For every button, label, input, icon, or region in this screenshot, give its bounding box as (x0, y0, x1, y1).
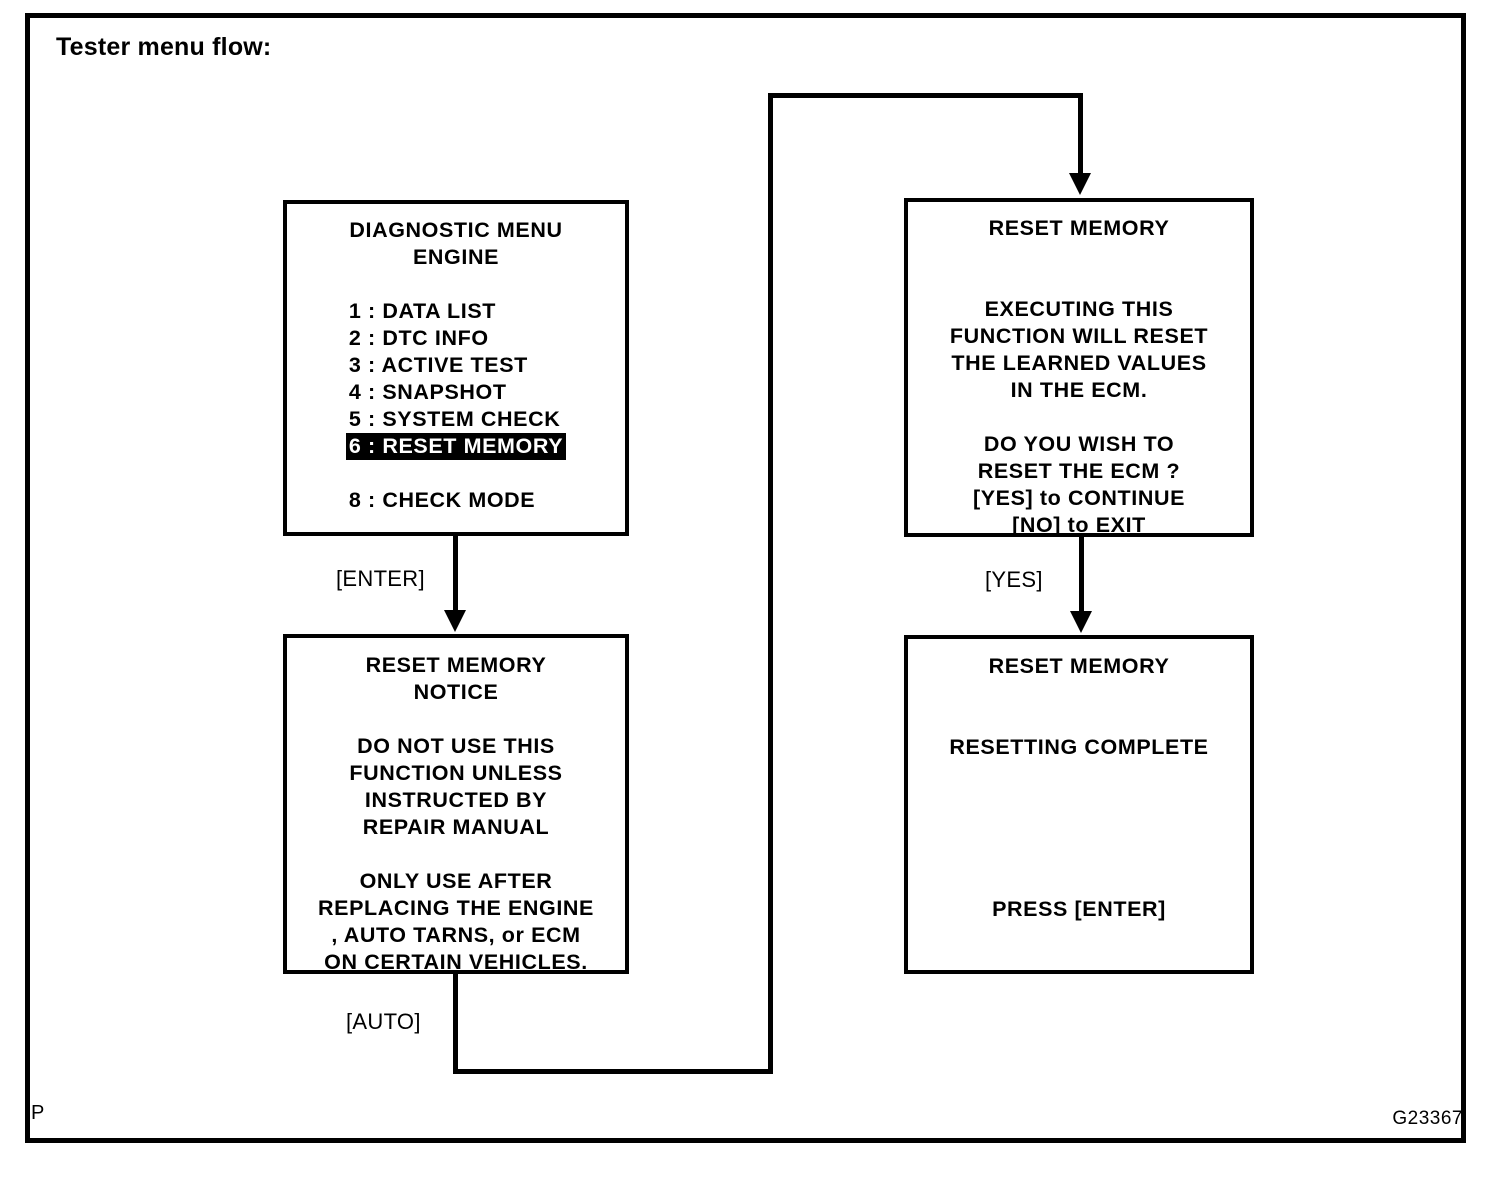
complete-status: RESETTING COMPLETE (949, 735, 1209, 759)
notice-gap-2 (287, 841, 625, 868)
notice-gap-1 (287, 706, 625, 733)
confirm-body1-line3: THE LEARNED VALUES (951, 351, 1207, 375)
confirm-body2-line2: RESET THE ECM ? (977, 459, 1181, 483)
menu-gap (287, 271, 625, 298)
confirm-gap-2 (908, 404, 1250, 431)
complete-gap-1b (908, 707, 1250, 734)
menu-item-active-test[interactable]: 3 : ACTIVE TEST (348, 353, 528, 377)
confirm-body2-line1: DO YOU WISH TO (983, 432, 1175, 456)
confirm-gap-1b (908, 269, 1250, 296)
connector-loop-arrowhead (1069, 173, 1091, 195)
page-title: Tester menu flow: (56, 33, 272, 61)
menu-item-reset-memory-selected[interactable]: 6 : RESET MEMORY (345, 433, 567, 460)
connector-yes-arrowhead (1070, 611, 1092, 633)
screen-diagnostic-menu: DIAGNOSTIC MENU ENGINE 1 : DATA LIST 2 :… (283, 200, 629, 536)
notice-title-line2: NOTICE (413, 680, 499, 704)
complete-gap-4 (908, 815, 1250, 842)
complete-gap-5 (908, 842, 1250, 869)
connector-yes-line (1079, 537, 1084, 615)
screen-title-line1: DIAGNOSTIC MENU (349, 218, 563, 242)
notice-body2-line1: ONLY USE AFTER (359, 869, 553, 893)
complete-gap-1 (908, 680, 1250, 707)
confirm-body1-line1: EXECUTING THIS (984, 297, 1174, 321)
figure-code: G23367 (1392, 1108, 1463, 1129)
menu-item-dtc-info[interactable]: 2 : DTC INFO (348, 326, 489, 350)
screen-reset-memory-complete: RESET MEMORY RESETTING COMPLETE PRESS [E… (904, 635, 1254, 974)
menu-item-system-check[interactable]: 5 : SYSTEM CHECK (348, 407, 561, 431)
complete-title: RESET MEMORY (988, 654, 1170, 678)
notice-body2-line2: REPLACING THE ENGINE (318, 896, 594, 920)
complete-prompt: PRESS [ENTER] (992, 897, 1166, 921)
confirm-body1-line4: IN THE ECM. (1010, 378, 1148, 402)
connector-loop-line-up (768, 93, 773, 1074)
menu-item-gap (346, 460, 566, 487)
screen-title-line2: ENGINE (412, 245, 500, 269)
edge-label-auto: [AUTO] (346, 1009, 421, 1034)
screen-reset-memory-confirm: RESET MEMORY EXECUTING THIS FUNCTION WIL… (904, 198, 1254, 537)
edge-label-yes: [YES] (985, 567, 1043, 592)
menu-item-check-mode[interactable]: 8 : CHECK MODE (348, 488, 536, 512)
connector-auto-line-down (453, 972, 458, 1074)
connector-enter-arrowhead (444, 610, 466, 632)
confirm-no-option[interactable]: [NO] to EXIT (1012, 513, 1146, 537)
diagnostic-menu-list: 1 : DATA LIST 2 : DTC INFO 3 : ACTIVE TE… (345, 298, 567, 514)
notice-body1-line2: FUNCTION UNLESS (349, 761, 563, 785)
connector-loop-line-down (1078, 93, 1083, 175)
complete-gap-6 (908, 869, 1250, 896)
notice-body1-line1: DO NOT USE THIS (357, 734, 555, 758)
notice-body2-line3: , AUTO TARNS, or ECM (331, 923, 581, 947)
confirm-title: RESET MEMORY (988, 216, 1170, 240)
notice-body1-line4: REPAIR MANUAL (362, 815, 550, 839)
confirm-gap-1 (908, 242, 1250, 269)
notice-title-line1: RESET MEMORY (365, 653, 547, 677)
menu-item-snapshot[interactable]: 4 : SNAPSHOT (348, 380, 507, 404)
corner-mark: P (31, 1102, 45, 1124)
edge-label-enter: [ENTER] (336, 566, 425, 591)
notice-body1-line3: INSTRUCTED BY (364, 788, 548, 812)
connector-enter-line (453, 536, 458, 614)
confirm-body1-line2: FUNCTION WILL RESET (949, 324, 1209, 348)
connector-loop-line-top (768, 93, 1083, 98)
screen-reset-memory-notice: RESET MEMORY NOTICE DO NOT USE THIS FUNC… (283, 634, 629, 974)
confirm-yes-option[interactable]: [YES] to CONTINUE (972, 486, 1186, 510)
notice-body2-line4: ON CERTAIN VEHICLES. (324, 950, 588, 974)
complete-gap-3 (908, 788, 1250, 815)
connector-auto-line-right (453, 1069, 773, 1074)
complete-gap-2 (908, 761, 1250, 788)
menu-item-data-list[interactable]: 1 : DATA LIST (348, 299, 496, 323)
